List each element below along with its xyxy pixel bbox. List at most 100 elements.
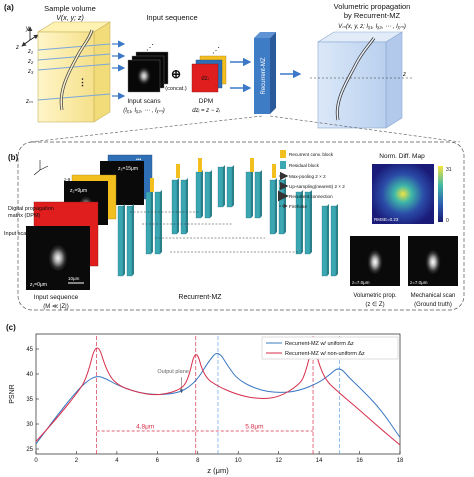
- x-tick-label-4: 8: [196, 458, 200, 464]
- output-plane-label: Output plane: [157, 369, 189, 375]
- legend-item-0: Recurrent conv. block: [289, 152, 334, 157]
- input-scans-sub: (Iᵪ₁, Iᵪ₂, ⋯ , Iᵪₘ): [123, 108, 164, 114]
- legend-label-uniform: Recurrent-MZ w/ uniform Δz: [285, 341, 354, 347]
- chart-legend: Recurrent-MZ w/ uniform Δz Recurrent-MZ …: [261, 336, 399, 360]
- encoder-block-2: [171, 179, 178, 235]
- y-tick-label-1: 30: [26, 422, 33, 428]
- z1-label: z₁: [27, 49, 33, 55]
- decoder-block-0-side: [251, 170, 253, 218]
- decoder-block-2-side: [301, 190, 303, 254]
- y-tick-label-4: 45: [26, 347, 33, 353]
- legend-item-4: Recurrent connection: [289, 194, 333, 199]
- encoder-block-0: [117, 205, 124, 277]
- colorbar-top: 31: [446, 167, 452, 173]
- encoder-block-1: [145, 191, 152, 255]
- z-mid-label: z₂=9μm: [70, 188, 87, 194]
- x-tick-label-1: 2: [75, 458, 79, 464]
- x-tick-label-0: 0: [34, 458, 38, 464]
- encoder-block-b-4-side: [232, 165, 234, 207]
- input-scans-stack: ⋰: [127, 43, 169, 93]
- unet-diagram: [117, 158, 338, 277]
- decoder-block-b-2-side: [310, 190, 312, 254]
- legend-item-5: Firehose: [289, 204, 307, 209]
- encoder-block-b-3: [204, 171, 211, 219]
- vol-prop-label-1: Volumetric prop.: [353, 293, 397, 299]
- encoder-block-b-3-side: [210, 170, 212, 218]
- z-top-label: z₃=15μm: [118, 166, 138, 172]
- encoder-block-4: [217, 166, 224, 208]
- recurrent-block-0: [150, 178, 154, 192]
- dpm-label-2: matrix (DPM): [8, 213, 41, 219]
- output-volume-cube: [310, 31, 412, 129]
- recurrent-block-2: [198, 158, 202, 172]
- encoder-block-3-side: [201, 170, 203, 218]
- decoder-block-b-1: [278, 179, 285, 235]
- decoder-block-b-0: [254, 171, 261, 219]
- vol-prop-label-2: (z ∈ Z): [365, 301, 384, 308]
- mech-scan-label-1: Mechanical scan: [411, 293, 456, 299]
- encoder-block-2-side: [177, 178, 179, 234]
- dpm-sub: dzᵢ = z − zᵢ: [192, 108, 220, 114]
- input-scan-label: Input scan: [4, 231, 29, 237]
- recurrent-block-3: [250, 158, 254, 172]
- decoder-block-b-3-side: [336, 204, 338, 276]
- norm-diff-map: [372, 164, 434, 224]
- recurrent-mz-block: Recurrent-MZ: [254, 32, 276, 114]
- svg-text:⋰: ⋰: [146, 43, 154, 52]
- sample-volume-cube: ⋮: [36, 21, 112, 123]
- axis-y-label: y: [25, 26, 30, 32]
- recurrent-block-4: [272, 164, 276, 178]
- decoder-block-3-side: [327, 204, 329, 276]
- scale-bar-label: 10μm: [68, 276, 80, 281]
- network-legend: Recurrent conv. block Residual block Max…: [278, 150, 345, 209]
- encoder-block-4-side: [223, 165, 225, 207]
- axis-z-label: z: [15, 45, 19, 51]
- vol-prop-title-2: by Recurrent-MZ: [344, 11, 401, 20]
- encoder-block-3: [195, 171, 202, 219]
- colorbar-bottom: 0: [446, 218, 449, 224]
- x-axis-label: z (μm): [207, 466, 229, 475]
- input-sequence-title: Input sequence: [146, 13, 197, 22]
- decoder-block-b-3: [330, 205, 337, 277]
- legend-item-3: Up-sampling(nearest) 2 × 2: [289, 184, 345, 189]
- encoder-block-0-side: [123, 204, 125, 276]
- x-tick-label-3: 6: [156, 458, 160, 464]
- y-tick-label-2: 35: [26, 397, 33, 403]
- z-bot-label: z₁=0μm: [30, 282, 47, 288]
- svg-text:⋰: ⋰: [212, 46, 220, 55]
- y-axis-label: PSNR: [9, 384, 16, 403]
- rmse-label: RMSE=0.23: [374, 217, 399, 222]
- y-tick-label-0: 25: [26, 447, 33, 453]
- zM-label: zₘ: [25, 99, 33, 105]
- x-tick-label-5: 10: [235, 458, 242, 464]
- axis-x-arrow: [29, 34, 39, 41]
- panel-a: (a) Sample volume V(x, y; z) y x z ⋮ z₁ …: [4, 2, 461, 143]
- series-line-nonuniform: [35, 347, 401, 446]
- input-frames-stack: z₃=15μm ••• z-9 z₂=9μm z₁=0μm 10μm: [26, 154, 153, 290]
- legend-swatch-recurrent: [280, 150, 286, 158]
- y-ticks: 25 30 35 40 45: [26, 347, 39, 453]
- y-tick-label-3: 40: [26, 372, 33, 378]
- legend-item-2: Max-pooling 2 × 2: [289, 174, 326, 179]
- legend-label-nonuniform: Recurrent-MZ w/ non-uniform Δz: [285, 351, 365, 357]
- x-tick-label-7: 14: [316, 458, 323, 464]
- decoder-block-0: [245, 171, 252, 219]
- decoder-block-b-0-side: [260, 170, 262, 218]
- panel-c-label: (c): [6, 323, 16, 332]
- decoder-block-2: [295, 191, 302, 255]
- vol-prop-z: z=7.0μm: [352, 280, 370, 285]
- panel-a-label: (a): [4, 3, 14, 12]
- x-tick-label-2: 4: [115, 458, 119, 464]
- input-sequence-label-1: Input sequence: [34, 294, 79, 301]
- recurrent-block-1: [176, 164, 180, 178]
- panel-b-frame: [17, 141, 465, 311]
- concat-plus-icon: ⊕: [171, 67, 181, 81]
- encoder-block-b-1: [154, 191, 161, 255]
- network-name-label: Recurrent-MZ: [178, 294, 222, 301]
- axis-z-arrow: [21, 39, 31, 47]
- legend-item-1: Residual block: [289, 163, 320, 168]
- input-scans-label: Input scans: [127, 98, 161, 105]
